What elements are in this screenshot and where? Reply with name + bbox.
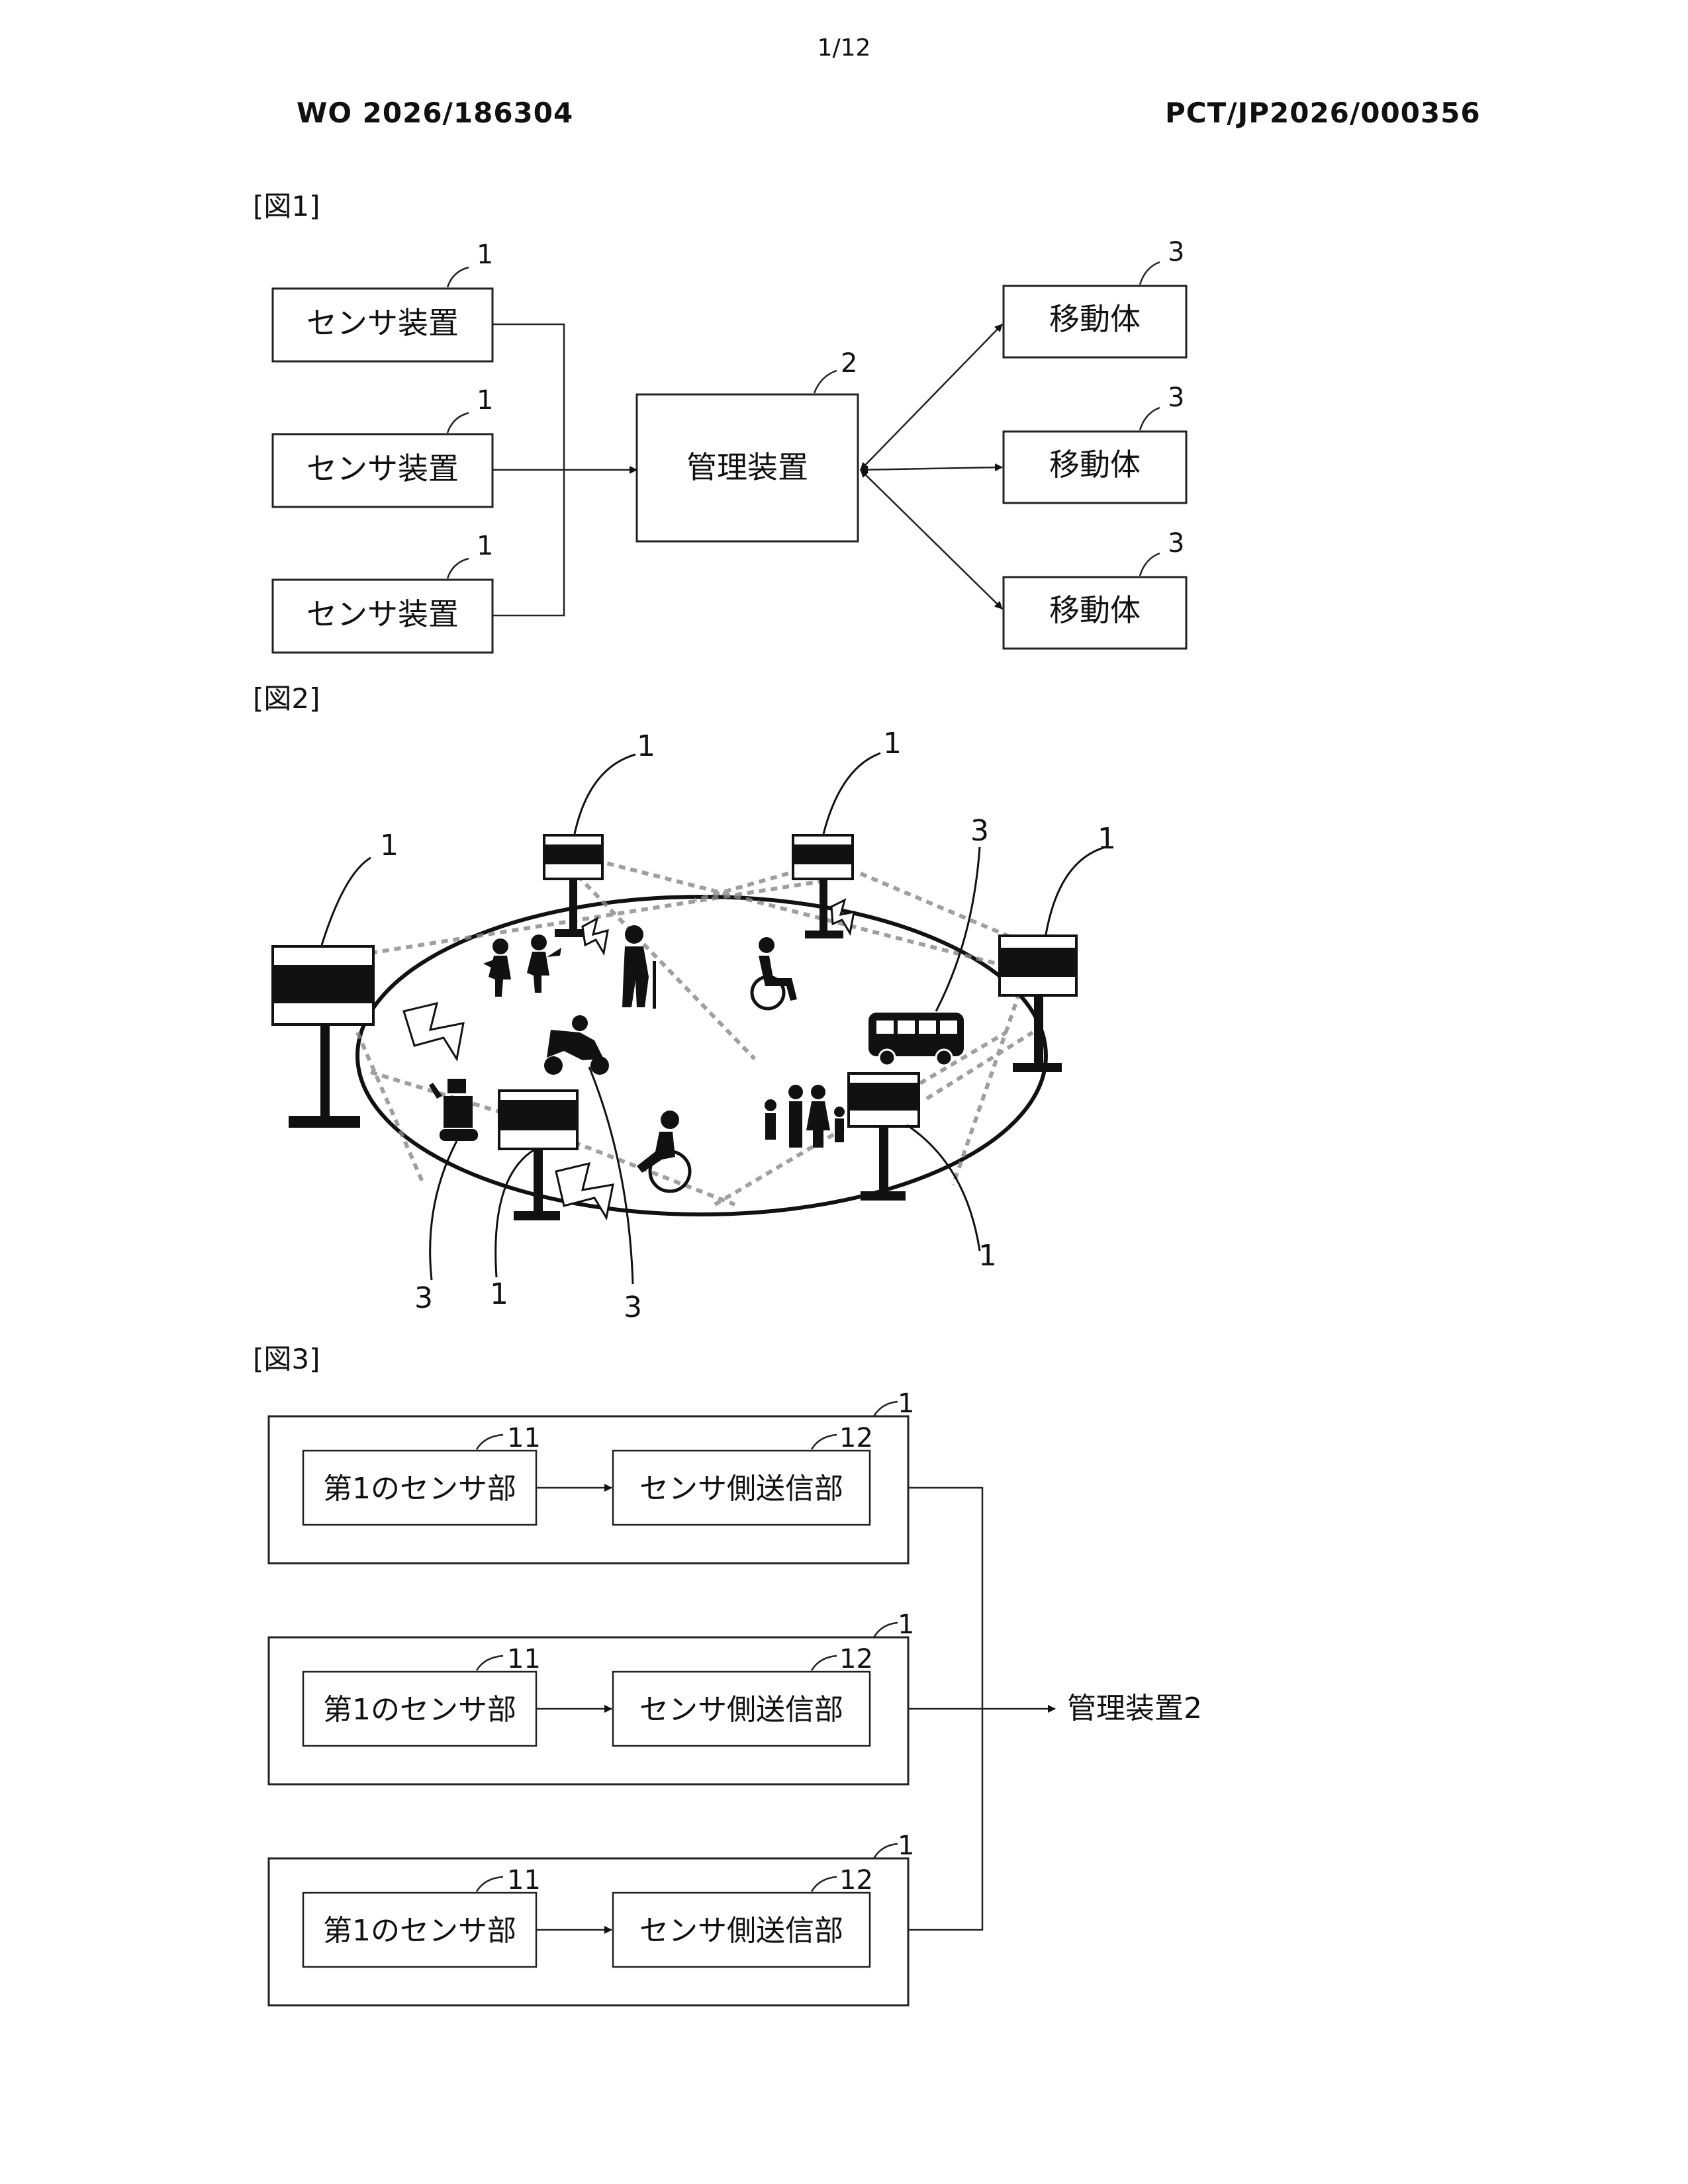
manager-mobile-arrows <box>861 324 1002 609</box>
sender-label-1: センサ側送信部 <box>639 1472 843 1506</box>
ref-sensor-2: 1 <box>477 385 493 416</box>
bus-icon <box>868 1013 964 1066</box>
elderly-person-icon <box>622 925 656 1009</box>
ref-mobile-1: 3 <box>1168 237 1184 267</box>
sender-label-2: センサ側送信部 <box>639 1693 843 1727</box>
wheelchair-user-icon-2 <box>637 1111 690 1191</box>
pedestrians-icon <box>483 934 561 997</box>
mobile-label-1: 移動体 <box>1049 301 1141 337</box>
ref-sensor-3: 1 <box>477 531 493 561</box>
fig2-ref-sensor-top-left: 1 <box>637 729 655 763</box>
fig3-ref-sender-3: 12 <box>839 1865 873 1895</box>
manager-target-label: 管理装置2 <box>1067 1692 1202 1725</box>
fig2-ref-mobile-motorcycle: 3 <box>624 1291 642 1324</box>
fig2-ref-sensor-right: 1 <box>1098 822 1116 856</box>
robot-icon <box>429 1079 478 1141</box>
ref-mobile-3: 3 <box>1168 528 1184 559</box>
fig2-ref-sensor-center: 1 <box>490 1277 508 1311</box>
mobile-label-3: 移動体 <box>1049 592 1141 628</box>
fig2-ref-sensor-left: 1 <box>380 829 399 862</box>
fig3-ref-sender-2: 12 <box>839 1644 873 1674</box>
first-sensor-label-2: 第1のセンサ部 <box>323 1693 516 1727</box>
fig3-ref-first-sensor-2: 11 <box>507 1644 541 1674</box>
first-sensor-label-3: 第1のセンサ部 <box>323 1914 516 1948</box>
manager-label: 管理装置 <box>686 449 808 485</box>
fig3-ref-device-2: 1 <box>898 1610 914 1640</box>
sensor-label-1: センサ装置 <box>306 305 459 341</box>
fig3-output-lines <box>908 1488 1055 1930</box>
wheelchair-user-icon <box>752 937 797 1009</box>
fig3-ref-first-sensor-1: 11 <box>507 1423 541 1453</box>
ref-manager: 2 <box>841 348 857 379</box>
ref-sensor-1: 1 <box>477 240 493 270</box>
sensor-post-right <box>1000 936 1076 1072</box>
first-sensor-label-1: 第1のセンサ部 <box>323 1472 516 1506</box>
ref-mobile-2: 3 <box>1168 383 1184 413</box>
fig3-ref-device-3: 1 <box>898 1831 914 1861</box>
fig2-ref-sensor-top-right: 1 <box>883 727 902 760</box>
fig2-ref-mobile-robot: 3 <box>414 1281 433 1315</box>
motorcycle-icon <box>544 1015 609 1075</box>
fig2-ref-sensor-center-right: 1 <box>978 1239 997 1273</box>
fig2-ref-mobile-bus: 3 <box>970 814 989 848</box>
sensor-label-2: センサ装置 <box>306 451 459 486</box>
fig3-ref-first-sensor-3: 11 <box>507 1865 541 1895</box>
sensor-bus-lines <box>492 324 637 615</box>
sensor-label-3: センサ装置 <box>306 596 459 632</box>
family-icon <box>765 1085 845 1148</box>
sender-label-3: センサ側送信部 <box>639 1914 843 1948</box>
fig3-ref-device-1: 1 <box>898 1388 914 1419</box>
fig3-ref-sender-1: 12 <box>839 1423 873 1453</box>
mobile-label-2: 移動体 <box>1049 447 1141 482</box>
